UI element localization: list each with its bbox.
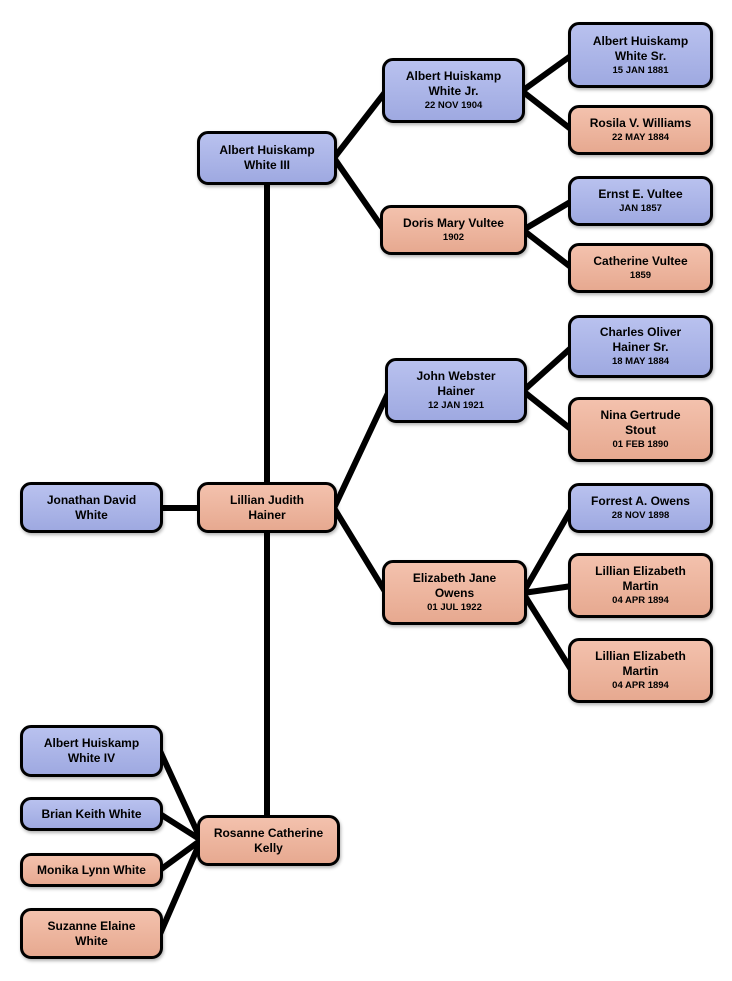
person-name: Albert Huiskamp White IV [43, 736, 140, 765]
person-name: Charles Oliver Hainer Sr. [599, 325, 682, 354]
person-node-ernst-e-vultee[interactable]: Ernst E. Vultee JAN 1857 [568, 176, 713, 226]
person-name: Monika Lynn White [37, 862, 146, 877]
edge-jr-to-rosila [519, 88, 575, 133]
person-name: Lillian Elizabeth Martin [595, 564, 686, 593]
person-node-lillian-judith-hainer[interactable]: Lillian Judith Hainer [197, 482, 337, 533]
person-name: Brian Keith White [41, 806, 142, 821]
person-name: Ernst E. Vultee [598, 187, 683, 201]
person-name: Rosila V. Williams [589, 116, 692, 130]
person-name: Doris Mary Vultee [403, 216, 504, 230]
person-node-catherine-vultee[interactable]: Catherine Vultee 1859 [568, 243, 713, 293]
person-date: 04 APR 1894 [612, 680, 669, 691]
person-name: Nina Gertrude Stout [600, 408, 681, 437]
person-date: 1902 [442, 232, 465, 243]
person-date: 15 JAN 1881 [612, 64, 669, 76]
edge-kelly-to-brian [157, 811, 204, 843]
person-node-doris-mary-vultee[interactable]: Doris Mary Vultee 1902 [380, 205, 527, 255]
person-date: 22 MAY 1884 [611, 132, 670, 143]
person-name: John Webster Hainer [416, 369, 496, 398]
person-date: 22 NOV 1904 [424, 100, 483, 111]
person-date: 12 JAN 1921 [428, 400, 484, 411]
person-date: JAN 1857 [619, 203, 662, 214]
person-node-forrest-a-owens[interactable]: Forrest A. Owens 28 NOV 1898 [568, 483, 713, 533]
person-node-rosila-v-williams[interactable]: Rosila V. Williams 22 MAY 1884 [568, 105, 713, 155]
edge-kelly-to-suzanne [157, 837, 204, 937]
edge-kelly-to-monika [157, 837, 204, 873]
edge-jr-to-sr [519, 52, 575, 94]
person-node-jonathan-david-white[interactable]: Jonathan David White [20, 482, 163, 533]
person-name: Rosanne Catherine Kelly [213, 825, 324, 855]
person-node-rosanne-catherine-kelly[interactable]: Rosanne Catherine Kelly [197, 815, 340, 866]
edge-elizabeth-to-martin-1 [520, 583, 575, 596]
person-node-monika-lynn-white[interactable]: Monika Lynn White [20, 853, 163, 887]
person-name: Albert Huiskamp White Sr. [592, 33, 689, 63]
person-node-brian-keith-white[interactable]: Brian Keith White [20, 797, 163, 831]
person-date: 1859 [629, 270, 652, 281]
person-name: Catherine Vultee [593, 254, 688, 268]
person-node-albert-huiskamp-white-sr[interactable]: Albert Huiskamp White Sr. 15 JAN 1881 [568, 22, 713, 88]
person-date: 01 FEB 1890 [612, 439, 669, 450]
person-node-albert-huiskamp-white-jr[interactable]: Albert Huiskamp White Jr. 22 NOV 1904 [382, 58, 525, 123]
person-node-lillian-elizabeth-martin-1[interactable]: Lillian Elizabeth Martin 04 APR 1894 [568, 553, 713, 618]
person-node-suzanne-elaine-white[interactable]: Suzanne Elaine White [20, 908, 163, 959]
edge-elizabeth-to-martin-2 [520, 590, 575, 674]
person-name: Suzanne Elaine White [47, 918, 136, 948]
person-name: Albert Huiskamp White Jr. [405, 69, 502, 98]
edge-iii-to-doris [331, 155, 387, 233]
person-name: Lillian Elizabeth Martin [595, 649, 686, 678]
edge-elizabeth-to-forrest [520, 505, 575, 596]
person-node-nina-gertrude-stout[interactable]: Nina Gertrude Stout 01 FEB 1890 [568, 397, 713, 462]
person-node-charles-oliver-hainer-sr[interactable]: Charles Oliver Hainer Sr. 18 MAY 1884 [568, 315, 713, 378]
edge-john-to-charles [520, 344, 575, 394]
person-name: Jonathan David White [46, 492, 137, 522]
edge-doris-to-catherine [520, 227, 575, 271]
person-name: Forrest A. Owens [591, 494, 690, 508]
person-node-lillian-elizabeth-martin-2[interactable]: Lillian Elizabeth Martin 04 APR 1894 [568, 638, 713, 703]
person-date: 04 APR 1894 [612, 595, 669, 606]
person-node-elizabeth-jane-owens[interactable]: Elizabeth Jane Owens 01 JUL 1922 [382, 560, 527, 625]
edge-john-to-nina [520, 388, 575, 433]
edge-doris-to-ernst [520, 198, 575, 233]
edge-iii-to-jr [331, 88, 389, 161]
person-name: Elizabeth Jane Owens [412, 571, 497, 600]
person-name: Albert Huiskamp White III [219, 143, 315, 172]
person-date: 01 JUL 1922 [427, 602, 482, 613]
person-node-john-webster-hainer[interactable]: John Webster Hainer 12 JAN 1921 [385, 358, 527, 423]
edge-lillian-to-elizabeth [331, 505, 389, 596]
person-name: Lillian Judith Hainer [230, 492, 304, 522]
person-date: 18 MAY 1884 [611, 356, 670, 367]
person-node-albert-huiskamp-white-iv[interactable]: Albert Huiskamp White IV [20, 725, 163, 777]
edge-kelly-to-white-iv [157, 748, 204, 843]
person-date: 28 NOV 1898 [611, 510, 670, 521]
person-node-albert-huiskamp-white-iii[interactable]: Albert Huiskamp White III [197, 131, 337, 185]
edge-lillian-to-john [331, 388, 392, 511]
